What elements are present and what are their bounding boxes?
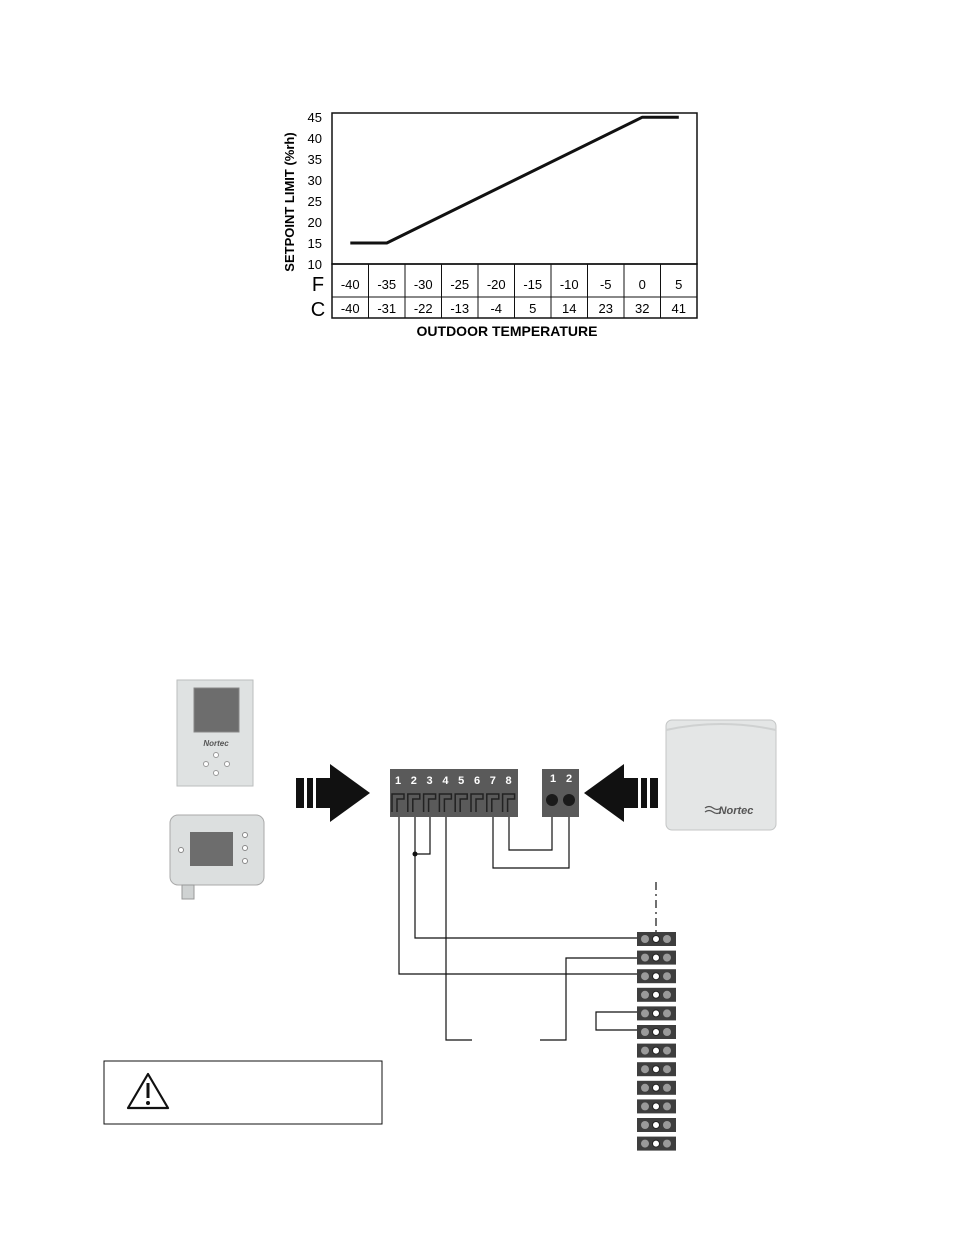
- x-tick-label-f: -35: [377, 277, 396, 292]
- sensor-terminal-2: 2: [566, 773, 572, 785]
- y-tick-label: 15: [308, 236, 322, 251]
- x-tick-label-c: -13: [450, 301, 469, 316]
- x-tick-label-c: -4: [490, 301, 502, 316]
- duct-controller-gland: [181, 884, 195, 900]
- arrow-right-icon: [296, 764, 370, 822]
- terminal-block-2: 1 2: [542, 769, 579, 817]
- setpoint-limit-line: [350, 115, 679, 245]
- x-tick-label-f: -30: [414, 277, 433, 292]
- row-label-c: C: [311, 299, 325, 321]
- x-tick-label-f: 5: [675, 277, 682, 292]
- duct-controller-power-icon: [178, 847, 184, 853]
- arrow-left-icon: [584, 764, 658, 822]
- duct-controller-device: [169, 814, 265, 900]
- wall-controller-device: Nortec: [176, 679, 254, 787]
- terminal-number: 3: [427, 775, 433, 787]
- y-tick-label: 40: [308, 131, 322, 146]
- warning-box: [103, 1060, 383, 1125]
- x-tick-label-c: 23: [599, 301, 613, 316]
- terminal-number: 5: [458, 775, 464, 787]
- duct-controller-down-icon: [242, 858, 248, 864]
- terminal-number: 7: [490, 775, 496, 787]
- x-tick-label-f: -25: [450, 277, 469, 292]
- wires: [398, 817, 657, 1041]
- x-tick-label-c: 41: [672, 301, 686, 316]
- x-tick-label-c: 5: [529, 301, 536, 316]
- terminal-number: 8: [506, 775, 512, 787]
- terminal-strip: [637, 932, 676, 1151]
- x-tick-label-c: -31: [377, 301, 396, 316]
- plot-frame: [331, 112, 698, 265]
- duct-controller-select-icon: [242, 845, 248, 851]
- x-tick-label-c: 32: [635, 301, 649, 316]
- sensor-logo-icon: [704, 805, 722, 815]
- sensor-terminal-1: 1: [550, 773, 556, 785]
- y-tick-label: 30: [308, 173, 322, 188]
- x-tick-label-f: -5: [600, 277, 612, 292]
- x-tick-label-c: -40: [341, 301, 360, 316]
- row-label-f: F: [312, 274, 324, 296]
- y-tick-label: 45: [308, 110, 322, 125]
- wire-junction: [412, 851, 418, 857]
- sensor-brand-text: Nortec: [719, 805, 754, 817]
- terminal-number: 4: [442, 775, 449, 787]
- controller-brand-text: Nortec: [203, 739, 229, 748]
- outdoor-sensor-device: Nortec: [665, 719, 777, 831]
- y-tick-label: 20: [308, 215, 322, 230]
- x-tick-label-f: -20: [487, 277, 506, 292]
- duct-controller-up-icon: [242, 832, 248, 838]
- y-tick-label: 35: [308, 152, 322, 167]
- x-tick-label-c: 14: [562, 301, 576, 316]
- terminal-number: 2: [411, 775, 417, 787]
- x-axis-label: OUTDOOR TEMPERATURE: [417, 323, 598, 339]
- terminal-number: 6: [474, 775, 480, 787]
- controller-button-right-icon: [224, 761, 230, 767]
- controller-button-left-icon: [203, 761, 209, 767]
- x-tick-label-f: -15: [523, 277, 542, 292]
- x-tick-label-f: 0: [639, 277, 646, 292]
- x-tick-label-f: -40: [341, 277, 360, 292]
- y-tick-label: 25: [308, 194, 322, 209]
- warning-triangle-icon: [126, 1072, 170, 1110]
- controller-button-down-icon: [213, 770, 219, 776]
- y-axis-label: SETPOINT LIMIT (%rh): [282, 132, 297, 271]
- y-tick-label: 10: [308, 257, 322, 272]
- terminal-number: 1: [395, 775, 401, 787]
- x-tick-label-f: -10: [560, 277, 579, 292]
- x-tick-label-c: -22: [414, 301, 433, 316]
- controller-button-up-icon: [213, 752, 219, 758]
